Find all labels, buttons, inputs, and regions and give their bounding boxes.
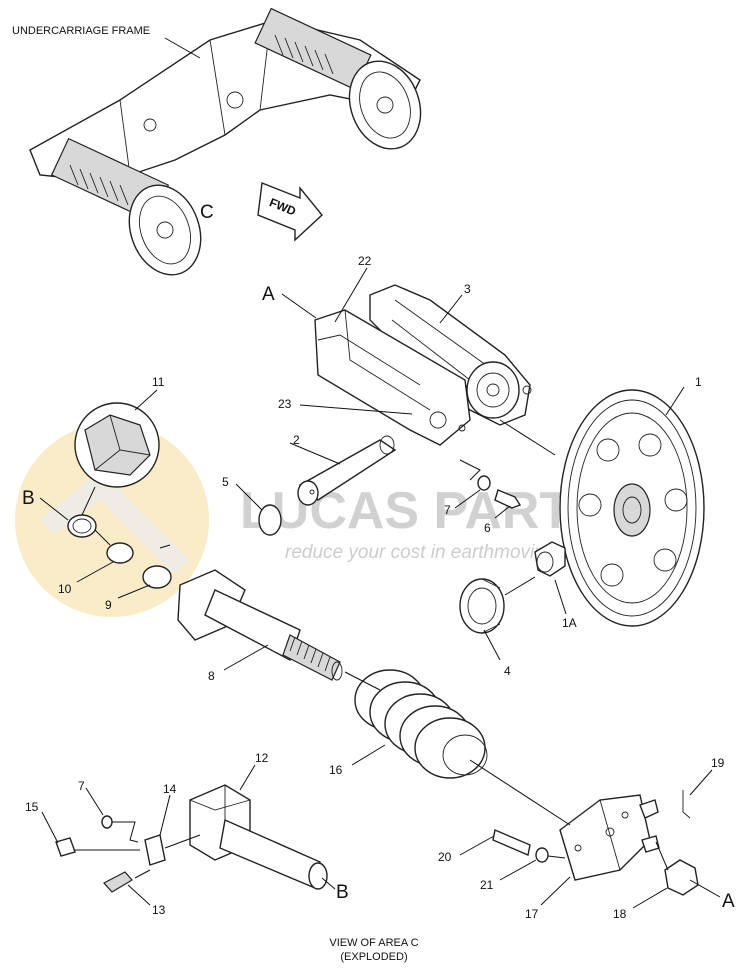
callout-2: 2 <box>293 433 300 447</box>
watermark-brand: LUCAS PARTS <box>240 482 606 540</box>
washer-7b <box>101 815 113 829</box>
frame-leader <box>164 37 201 59</box>
callout-16: 16 <box>329 763 343 777</box>
ref-b-left: B <box>22 488 35 509</box>
undercarriage-frame <box>29 7 422 276</box>
ring-9b <box>142 565 172 589</box>
watermark-tagline: reduce your cost in earthmoving parts <box>285 542 603 563</box>
ring-10 <box>67 514 97 538</box>
bolt-13 <box>103 871 133 893</box>
fwd-arrow-icon: FWD <box>257 182 323 242</box>
recoil-spring <box>354 669 488 779</box>
shaft <box>297 435 397 506</box>
ring-9a <box>106 542 134 564</box>
watermark: LUCAS PARTS reduce your cost in earthmov… <box>15 423 606 617</box>
callout-20: 20 <box>438 850 452 864</box>
callout-11: 11 <box>152 375 165 389</box>
leader-lines <box>39 267 721 909</box>
washer-21 <box>535 847 549 863</box>
callout-5: 5 <box>222 475 229 489</box>
watermark-logo-mark <box>40 470 190 575</box>
callout-4: 4 <box>504 664 511 678</box>
callout-22: 22 <box>358 254 372 268</box>
bolt-20 <box>492 829 531 856</box>
bolt <box>494 489 522 509</box>
pin-19 <box>682 790 691 819</box>
cylinder-plate-17 <box>559 794 660 881</box>
idler-yoke-assembly <box>314 284 532 446</box>
callout-6: 6 <box>484 521 491 535</box>
callout-7b: 7 <box>78 779 85 793</box>
idler-wheel <box>559 389 705 627</box>
callout-17: 17 <box>525 907 539 921</box>
callout-labels: 1 1A 2 3 4 5 6 7 7 8 9 10 11 12 13 14 15… <box>22 254 735 921</box>
bracket-12 <box>189 784 328 890</box>
bushing <box>534 541 566 577</box>
ref-a-top: A <box>262 284 275 305</box>
callout-12: 12 <box>255 751 269 765</box>
nut-18 <box>664 859 699 896</box>
callout-15: 15 <box>25 800 39 814</box>
callout-7a: 7 <box>444 503 451 517</box>
callout-23: 23 <box>278 397 292 411</box>
washer <box>477 475 491 491</box>
callout-1: 1 <box>695 375 702 389</box>
ref-a-bottom: A <box>722 891 735 912</box>
callout-21: 21 <box>480 878 494 892</box>
callout-1a: 1A <box>562 616 577 630</box>
view-caption-line2: (EXPLODED) <box>340 951 407 963</box>
bolt-15 <box>55 837 76 857</box>
callout-18: 18 <box>613 907 627 921</box>
callout-3: 3 <box>464 282 471 296</box>
callout-8: 8 <box>208 669 215 683</box>
callout-10: 10 <box>58 582 72 596</box>
lock-plate-14 <box>144 834 166 866</box>
detail-circle <box>74 402 160 488</box>
callout-19: 19 <box>711 756 725 770</box>
ref-b-bottom: B <box>336 882 349 903</box>
callout-14: 14 <box>163 782 177 796</box>
frame-title: UNDERCARRIAGE FRAME <box>12 25 150 37</box>
callout-13: 13 <box>152 903 166 917</box>
area-c-letter: C <box>200 202 214 223</box>
o-ring <box>258 504 282 536</box>
callout-9: 9 <box>105 598 112 612</box>
view-caption-line1: VIEW OF AREA C <box>329 937 418 949</box>
rod <box>177 569 343 681</box>
seal-group <box>459 578 505 634</box>
